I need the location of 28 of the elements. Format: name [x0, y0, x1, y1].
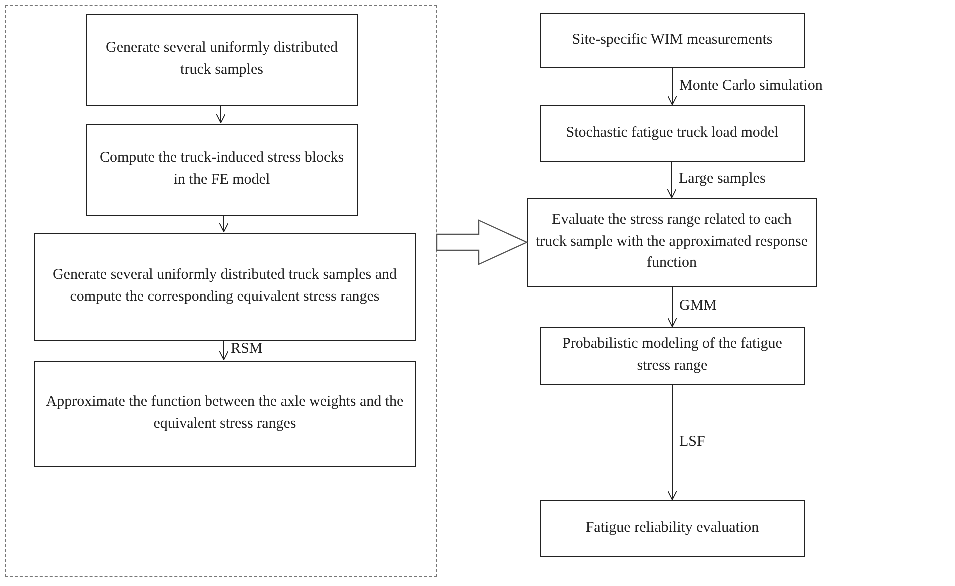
arrow — [216, 104, 226, 124]
box-text: Evaluate the stress range related to each truck sample with the approximated response function — [535, 210, 810, 274]
arrow — [219, 214, 229, 232]
edge-label: Large samples — [678, 171, 767, 188]
box-text: Generate several uniformly distributed truck samples — [104, 39, 339, 80]
arrow — [219, 340, 229, 360]
process-box — [34, 233, 416, 341]
box-text: Approximate the function between the axle weights and the equivalent stress ranges — [45, 393, 405, 434]
box-text: Fatigue reliability evaluation — [584, 518, 760, 538]
process-box — [540, 327, 805, 385]
process-box — [540, 500, 805, 557]
arrow — [667, 162, 677, 198]
process-box — [86, 14, 358, 106]
box-text: Probabilistic modeling of the fatigue stress range — [562, 335, 784, 376]
hollow-block-arrow — [436, 220, 528, 266]
process-box — [540, 105, 805, 162]
dashed-group-frame — [5, 5, 437, 577]
process-box — [34, 361, 416, 467]
arrow — [668, 384, 678, 500]
box-text: Generate several uniformly distributed truck samples and compute the corresponding equivalent stress ranges — [52, 266, 398, 307]
box-text: Compute the truck-induced stress blocks in the FE model — [98, 149, 346, 190]
process-box — [86, 124, 358, 216]
process-box — [527, 198, 817, 287]
arrow — [668, 68, 678, 106]
box-text: Stochastic fatigue truck load model — [565, 124, 780, 143]
process-box — [540, 13, 805, 68]
box-text: Site-specific WIM measurements — [571, 30, 774, 50]
arrow — [668, 286, 678, 328]
